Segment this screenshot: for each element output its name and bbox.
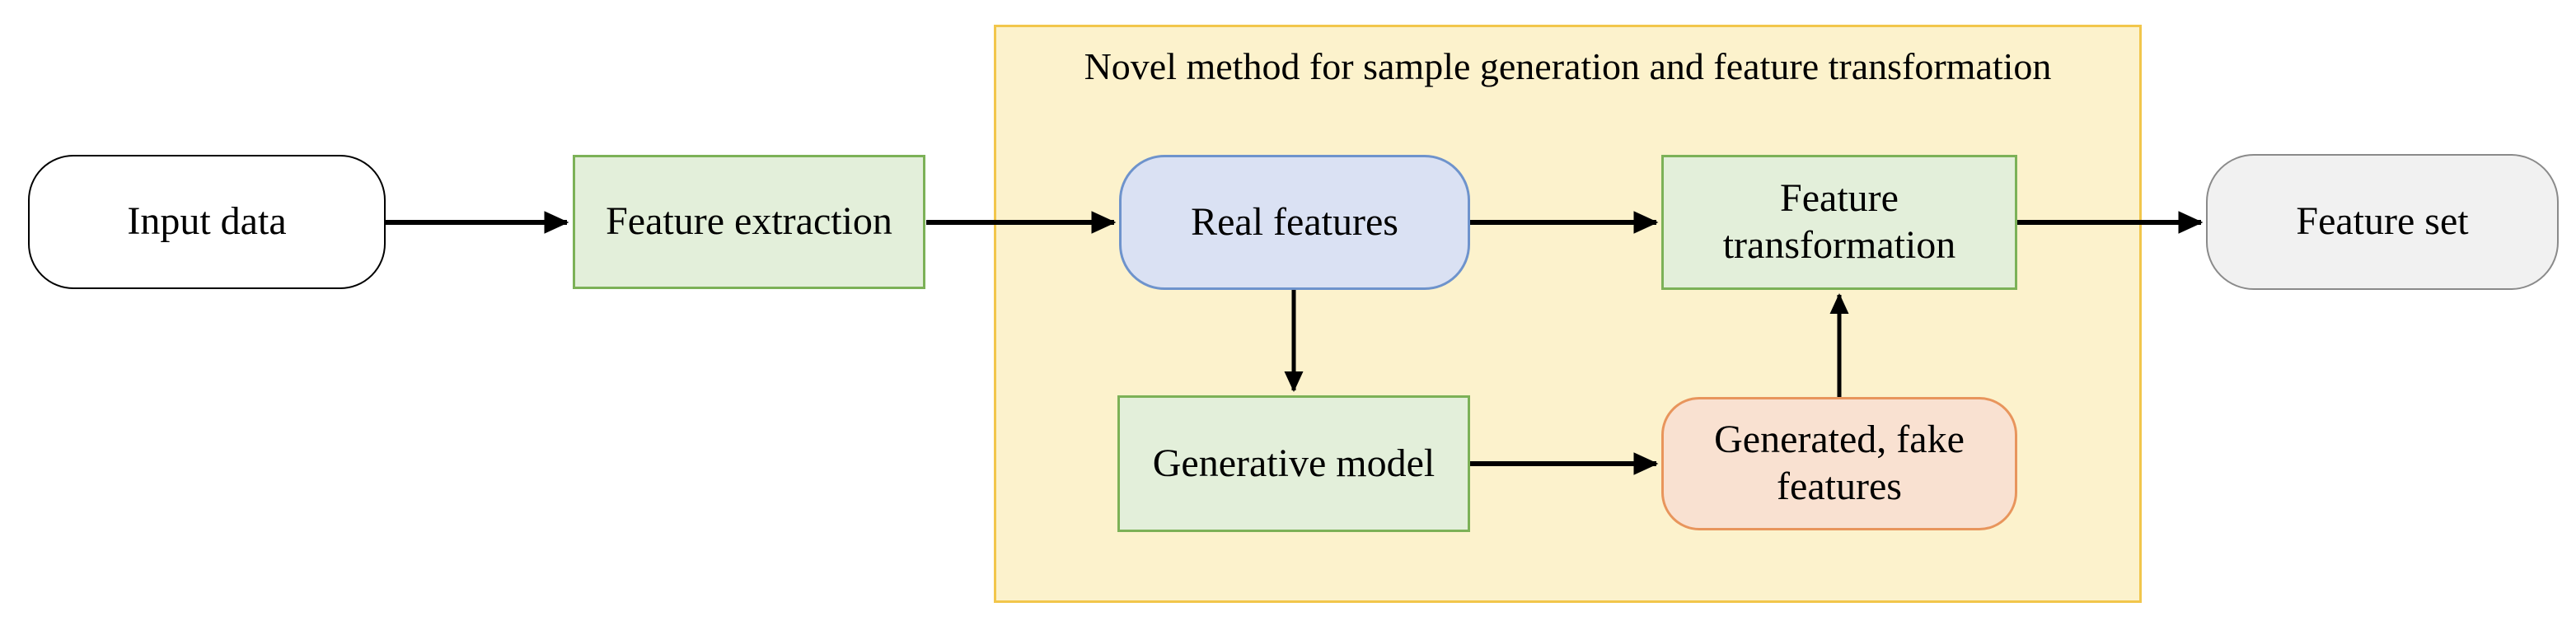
novel-method-container-title: Novel method for sample generation and f… (1084, 45, 2052, 87)
node-feature-set: Feature set (2206, 154, 2559, 290)
node-input-data: Input data (28, 155, 386, 289)
node-real-features-label: Real features (1191, 199, 1398, 244)
node-real-features: Real features (1119, 155, 1470, 290)
node-feature-transformation: Feature transformation (1661, 155, 2017, 290)
node-generated-fake-features-label: Generated, fake features (1714, 418, 1965, 508)
node-feature-extraction-label: Feature extraction (606, 199, 892, 244)
node-feature-transformation-label: Feature transformation (1722, 176, 1956, 267)
node-input-data-label: Input data (127, 199, 287, 244)
node-feature-extraction: Feature extraction (573, 155, 925, 289)
node-generative-model-label: Generative model (1152, 441, 1436, 485)
node-generated-fake-features: Generated, fake features (1661, 397, 2017, 530)
node-generative-model: Generative model (1117, 395, 1470, 532)
node-feature-set-label: Feature set (2296, 199, 2469, 244)
